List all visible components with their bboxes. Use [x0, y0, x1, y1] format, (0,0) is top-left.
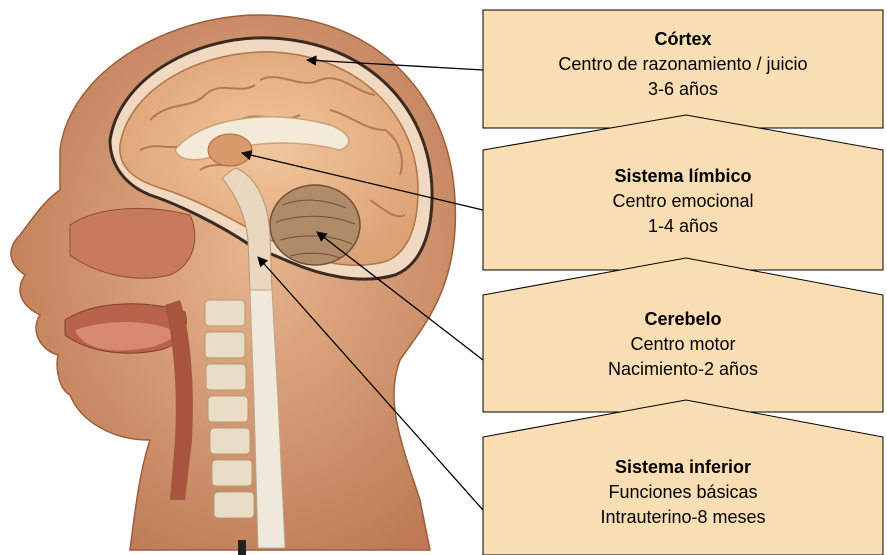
thalamus-shape [208, 134, 252, 166]
label-inferior-line1: Funciones básicas [483, 480, 883, 505]
label-inferior: Sistema inferior Funciones básicas Intra… [483, 455, 883, 530]
label-inferior-title: Sistema inferior [483, 455, 883, 480]
label-cerebellum-line2: Nacimiento-2 años [483, 357, 883, 382]
label-cerebellum-title: Cerebelo [483, 307, 883, 332]
label-limbic-line1: Centro emocional [483, 189, 883, 214]
label-cerebellum: Cerebelo Centro motor Nacimiento-2 años [483, 307, 883, 382]
label-limbic: Sistema límbico Centro emocional 1-4 año… [483, 164, 883, 239]
label-inferior-line2: Intrauterino-8 meses [483, 505, 883, 530]
label-limbic-line2: 1-4 años [483, 214, 883, 239]
label-cerebellum-line1: Centro motor [483, 332, 883, 357]
label-cortex-line1: Centro de razonamiento / juicio [483, 52, 883, 77]
label-cortex-title: Córtex [483, 27, 883, 52]
label-cortex-line2: 3-6 años [483, 77, 883, 102]
label-cortex: Córtex Centro de razonamiento / juicio 3… [483, 27, 883, 102]
head-illustration [11, 15, 455, 555]
stand-post [238, 540, 246, 555]
label-limbic-title: Sistema límbico [483, 164, 883, 189]
